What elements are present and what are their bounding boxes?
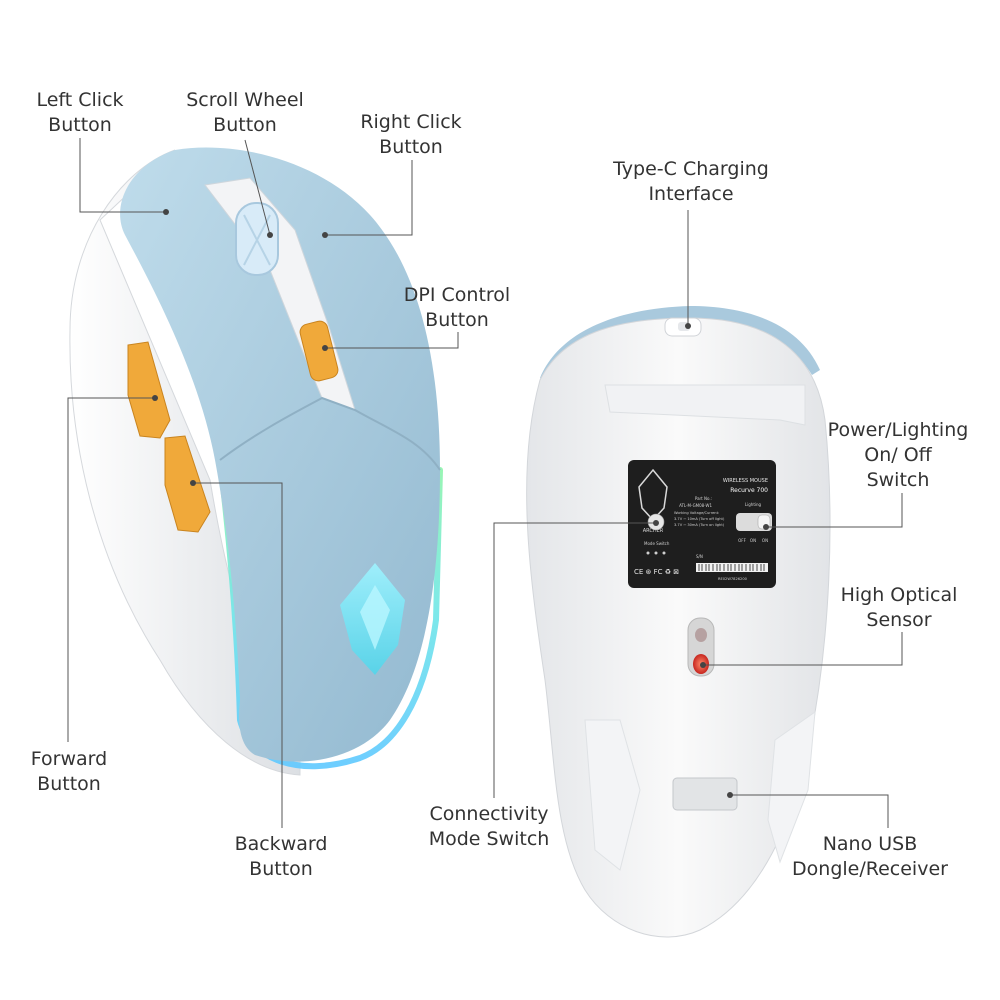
label-backward-button: Backward Button	[228, 832, 334, 882]
label-line: Nano USB	[822, 833, 918, 855]
backward-side-button[interactable]	[164, 435, 211, 533]
sticker-product-type: WIRELESS MOUSE	[723, 478, 768, 484]
sticker-cert-marks: CE ⊛ FC ♻ ⊠	[634, 568, 679, 576]
label-line: Backward	[234, 833, 328, 855]
label-line: On/ Off	[864, 444, 932, 466]
label-line: Scroll Wheel	[186, 89, 304, 111]
sticker-serial: RE02W7826200	[718, 577, 748, 581]
label-line: Button	[213, 114, 277, 136]
label-line: Button	[425, 309, 489, 331]
sticker-sn-label: S/N	[696, 554, 703, 559]
callout-lines	[67, 138, 903, 828]
switch-on-label: ON	[750, 538, 756, 543]
sticker-part-no: ATL-M-GM08-W1	[679, 503, 712, 508]
mouse-bottom-view: ARCHER WIRELESS MOUSE Recurve 700 Part N…	[526, 306, 831, 938]
label-line: Button	[249, 858, 313, 880]
label-forward-button: Forward Button	[18, 747, 120, 797]
switch-on2-label: ON	[762, 538, 768, 543]
label-line: Forward	[30, 748, 108, 770]
label-line: Mode Switch	[428, 828, 550, 850]
label-connectivity-mode-switch: Connectivity Mode Switch	[422, 802, 556, 852]
label-line: High Optical	[840, 584, 958, 606]
sticker-lighting: Lighting	[745, 502, 762, 507]
label-line: DPI Control	[403, 284, 511, 306]
mouse-top-view	[69, 147, 443, 776]
nano-usb-dongle[interactable]	[672, 777, 738, 811]
label-line: Switch	[866, 469, 930, 491]
label-typec-charging: Type-C Charging Interface	[605, 157, 777, 207]
top-glide-pad	[604, 384, 806, 426]
label-power-lighting-switch: Power/Lighting On/ Off Switch	[816, 418, 980, 493]
label-dpi-control-button: DPI Control Button	[392, 283, 522, 333]
sticker-part-label: Part No.:	[695, 496, 712, 501]
label-line: Right Click	[360, 111, 462, 133]
label-line: Connectivity	[429, 803, 549, 825]
label-nano-usb-dongle: Nano USB Dongle/Receiver	[786, 832, 954, 882]
sticker-barcode	[696, 563, 768, 572]
label-right-click-button: Right Click Button	[352, 110, 470, 160]
sticker-model: Recurve 700	[730, 487, 768, 494]
info-sticker	[628, 460, 776, 588]
label-line: Type-C Charging	[613, 158, 769, 180]
label-scroll-wheel-button: Scroll Wheel Button	[180, 88, 310, 138]
label-optical-sensor: High Optical Sensor	[830, 583, 968, 633]
label-line: Dongle/Receiver	[792, 858, 948, 880]
label-line: Sensor	[866, 609, 932, 631]
forward-side-button[interactable]	[127, 341, 171, 439]
label-line: Button	[379, 136, 443, 158]
sticker-brand: ARCHER	[643, 528, 664, 534]
label-left-click-button: Left Click Button	[24, 88, 136, 138]
sticker-voltage-1: 3.7V ⎓ 10mA (Turn off light)	[674, 517, 725, 521]
label-line: Left Click	[36, 89, 124, 111]
sticker-mode-switch: Mode Switch	[644, 541, 670, 546]
label-line: Button	[48, 114, 112, 136]
label-line: Button	[37, 773, 101, 795]
label-line: Interface	[648, 183, 734, 205]
label-line: Power/Lighting	[827, 419, 969, 441]
switch-off-label: OFF	[738, 538, 746, 543]
sticker-voltage-label: Working Voltage/Current:	[674, 511, 719, 515]
sticker-voltage-2: 3.7V ⎓ 30mA (Turn on light)	[674, 523, 725, 527]
